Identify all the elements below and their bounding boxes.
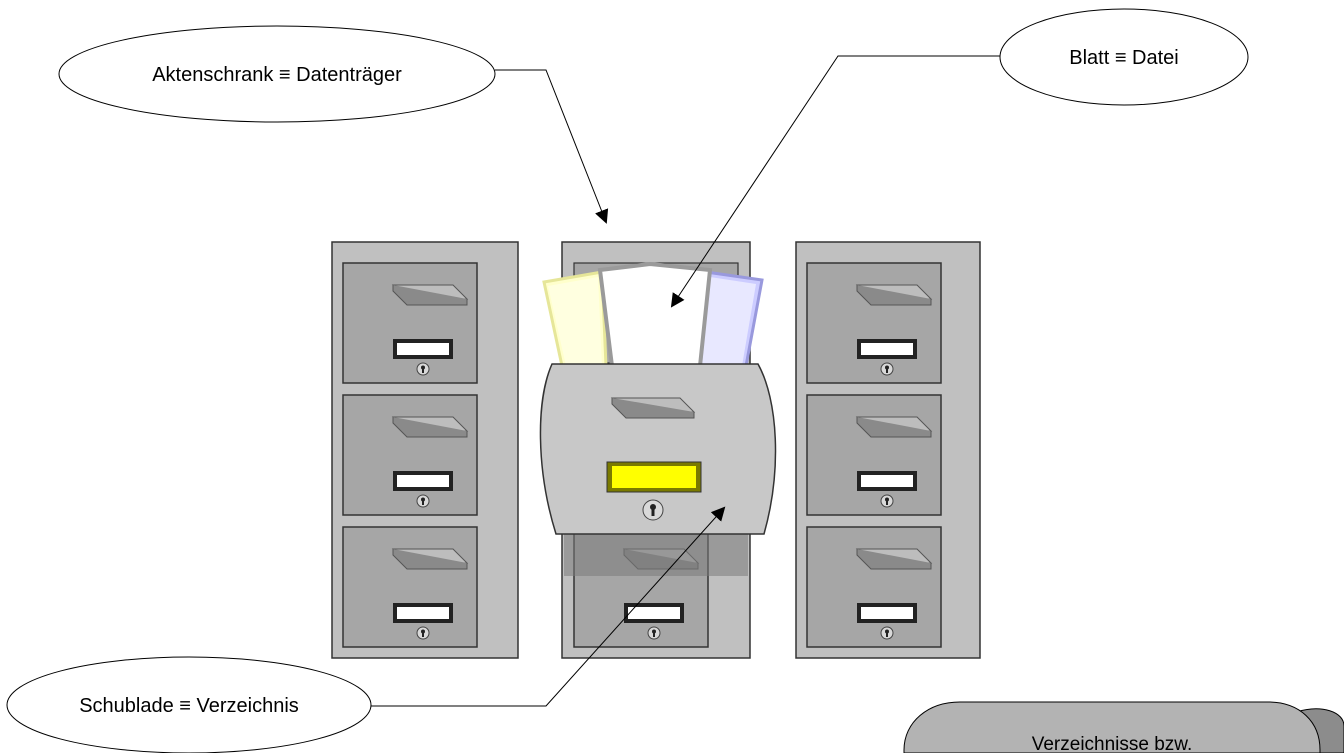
open-drawer <box>539 363 777 535</box>
drawer-left-3 <box>342 526 478 648</box>
callout-sheet-arrow <box>670 55 1000 308</box>
drawer-right-1 <box>806 262 942 384</box>
cabinet-right <box>795 241 981 659</box>
callout-drawer-arrow <box>371 506 726 707</box>
note-text: Verzeichnisse bzw. <box>1032 734 1193 753</box>
drawer-right-2 <box>806 394 942 516</box>
files-in-drawer <box>542 261 764 368</box>
cabinet-middle <box>539 241 777 659</box>
callout-sheet-label: Blatt ≡ Datei <box>1069 47 1179 69</box>
cabinet-left <box>331 241 519 659</box>
drawer-left-2 <box>342 394 478 516</box>
drawer-left-1 <box>342 262 478 384</box>
callout-cabinet-arrow <box>495 69 609 224</box>
note-box: Verzeichnisse bzw. <box>903 701 1344 753</box>
callout-drawer-label: Schublade ≡ Verzeichnis <box>79 695 299 717</box>
callout-sheet: Blatt ≡ Datei <box>670 8 1249 308</box>
callout-cabinet: Aktenschrank ≡ Datenträger <box>58 25 609 224</box>
drawer-right-3 <box>806 526 942 648</box>
callout-cabinet-label: Aktenschrank ≡ Datenträger <box>152 64 402 86</box>
callout-drawer: Schublade ≡ Verzeichnis <box>6 506 726 753</box>
